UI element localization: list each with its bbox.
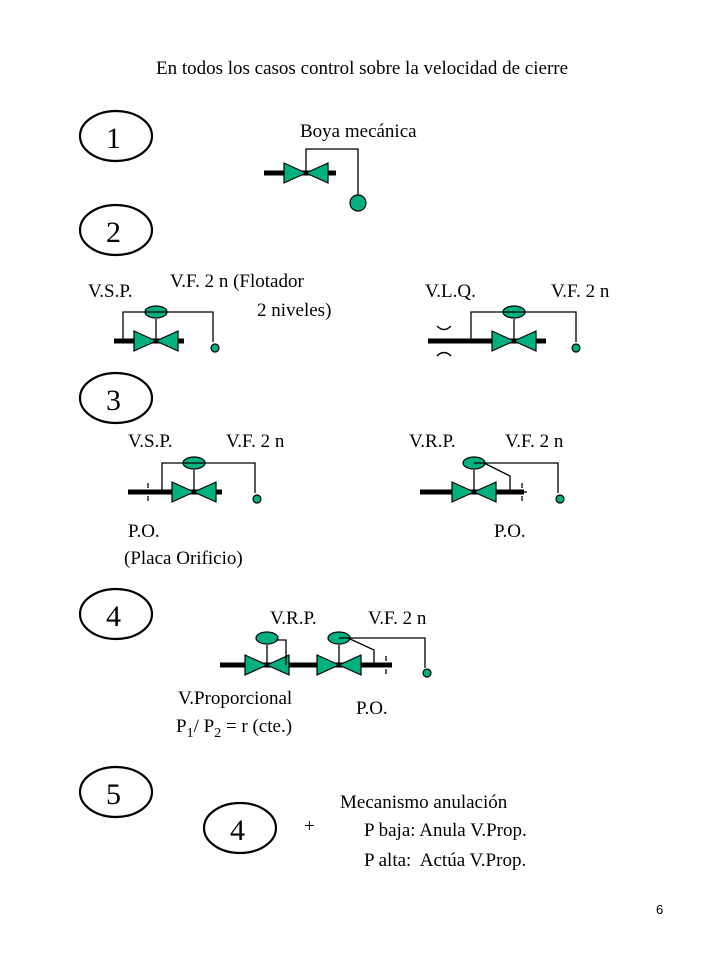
step-oval [78, 371, 154, 425]
case1-valve-assembly [264, 148, 367, 212]
step-number: 3 [106, 384, 121, 417]
po-label: P.O. [356, 698, 388, 719]
vlq-icon-bottom [436, 351, 452, 357]
control-linkage [470, 311, 577, 342]
float-icon [571, 343, 581, 353]
control-linkage [339, 637, 426, 668]
vf-flotador-label: V.F. 2 n (Flotador [170, 271, 304, 292]
float-icon [555, 494, 565, 504]
step-oval [78, 109, 154, 163]
orifice-plate-icon [144, 483, 153, 501]
step-number: 4 [230, 814, 245, 847]
float-icon [210, 343, 220, 353]
control-linkage [474, 462, 559, 493]
valve-icon [304, 162, 329, 184]
ratio-sub1: 1 [187, 726, 194, 741]
actuator-icon [255, 631, 279, 645]
p-baja-label: P baja: Anula V.Prop. [364, 820, 527, 841]
orifice-plate-icon [518, 483, 527, 501]
step-2: 2 [78, 203, 154, 257]
valve-icon [337, 654, 362, 676]
step-number: 5 [106, 778, 121, 811]
valve-icon [171, 481, 196, 503]
valve-icon [472, 481, 497, 503]
vlq-label: V.L.Q. [425, 281, 476, 302]
valve-icon [133, 330, 158, 352]
page-number: 6 [656, 902, 663, 917]
placa-orificio-label: (Placa Orificio) [124, 548, 243, 569]
vlq-icon-top [436, 325, 452, 331]
p-alta-label: P alta: Actúa V.Prop. [364, 850, 526, 871]
step-oval [78, 765, 154, 819]
ratio-formula: P1/ P2 = r (cte.) [176, 716, 292, 741]
step-number: 2 [106, 216, 121, 249]
valve-icon [283, 162, 308, 184]
ratio-mid: / P [194, 716, 215, 737]
valve-icon [512, 330, 537, 352]
float-linkage [305, 148, 359, 196]
case3-right-valve-assembly [420, 456, 565, 504]
pressure-sensing-line [483, 462, 511, 492]
vsp-label: V.S.P. [128, 431, 173, 452]
step-1: 1 [78, 109, 154, 163]
step-number: 4 [106, 600, 121, 633]
valve-icon [316, 654, 341, 676]
vsp-label: V.S.P. [88, 281, 133, 302]
vf-label: V.F. 2 n [505, 431, 564, 452]
vrp-label: V.R.P. [270, 608, 317, 629]
step-oval [78, 203, 154, 257]
po-label: P.O. [128, 521, 160, 542]
valve-icon [451, 481, 476, 503]
valve-icon [154, 330, 179, 352]
step-4-reference: 4 [202, 801, 278, 855]
step-number: 1 [106, 122, 121, 155]
vf-label: V.F. 2 n [551, 281, 610, 302]
mecanismo-anulacion-title: Mecanismo anulación [340, 792, 508, 813]
po-label: P.O. [494, 521, 526, 542]
float-ball-icon [349, 194, 367, 212]
control-linkage [161, 462, 256, 493]
ratio-end: = r (cte.) [221, 716, 292, 737]
pressure-sensing-line [347, 637, 375, 665]
boya-mecanica-label: Boya mecánica [300, 121, 417, 142]
valve-icon [192, 481, 217, 503]
vf-label: V.F. 2 n [368, 608, 427, 629]
ratio-sub2: 2 [214, 726, 221, 741]
valve-icon [491, 330, 516, 352]
diagram-title: En todos los casos control sobre la velo… [156, 58, 568, 79]
case2-left-valve-assembly [114, 305, 220, 353]
vf-label: V.F. 2 n [226, 431, 285, 452]
step-oval [202, 801, 278, 855]
step-oval [78, 587, 154, 641]
pressure-sensing-line [276, 639, 287, 665]
step-4: 4 [78, 587, 154, 641]
case3-left-valve-assembly [128, 456, 262, 504]
ratio-p1: P [176, 716, 187, 737]
float-icon [252, 494, 262, 504]
float-icon [422, 668, 432, 678]
step-5: 5 [78, 765, 154, 819]
orifice-plate-icon [382, 656, 391, 674]
valve-icon [244, 654, 269, 676]
case4-valve-assembly [220, 631, 432, 678]
vrp-label: V.R.P. [409, 431, 456, 452]
vproporcional-label: V.Proporcional [178, 688, 292, 709]
step-3: 3 [78, 371, 154, 425]
plus-sign: + [304, 816, 315, 837]
control-linkage [122, 311, 214, 342]
vf-flotador-label-2: 2 niveles) [257, 300, 331, 321]
case2-right-valve-assembly [428, 305, 581, 357]
valve-icon [265, 654, 290, 676]
